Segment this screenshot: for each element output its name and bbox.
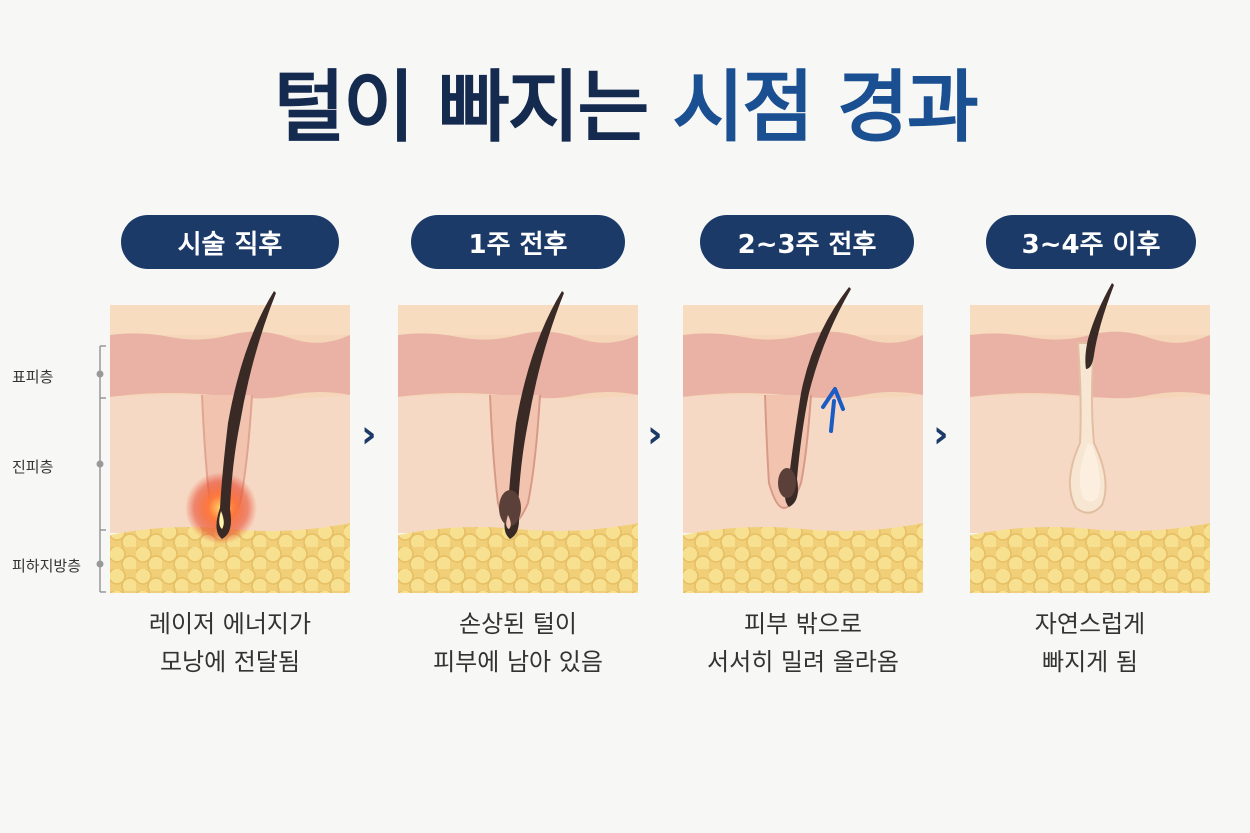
hair-shaft: [1085, 283, 1114, 369]
caption-line: 서서히 밀려 올라옴: [707, 648, 899, 676]
page-title: 털이 빠지는 시점 경과: [0, 58, 1250, 158]
skin-panel-2: [398, 291, 638, 593]
title-part1: 털이 빠지는: [273, 63, 673, 153]
caption-3: 피부 밖으로 서서히 밀려 올라옴: [683, 605, 923, 681]
chevron-right-icon: ›: [361, 412, 377, 456]
caption-line: 피부 밖으로: [743, 610, 863, 638]
caption-2: 손상된 털이 피부에 남아 있음: [398, 605, 638, 681]
layer-label-subcutaneous: 피하지방층: [12, 557, 82, 575]
chevron-right-icon: ›: [647, 412, 663, 456]
layer-bracket: [96, 345, 106, 593]
caption-line: 피부에 남아 있음: [433, 648, 603, 676]
caption-4: 자연스럽게 빠지게 됨: [970, 605, 1210, 681]
layer-label-epidermis: 표피층: [12, 368, 54, 386]
layer-label-dermis: 진피층: [12, 458, 54, 476]
stage-label-4: 3~4주 이후: [986, 215, 1196, 269]
hair-shaft: [504, 291, 564, 539]
chevron-right-icon: ›: [933, 412, 949, 456]
caption-line: 빠지게 됨: [1042, 648, 1138, 676]
skin-panel-1: [110, 291, 350, 593]
caption-line: 손상된 털이: [458, 610, 578, 638]
caption-line: 레이저 에너지가: [148, 610, 312, 638]
arrow-up-icon: [821, 387, 845, 433]
skin-panel-4: [970, 283, 1210, 593]
title-part2: 시점 경과: [672, 63, 978, 153]
caption-line: 자연스럽게: [1034, 610, 1146, 638]
caption-1: 레이저 에너지가 모낭에 전달됨: [110, 605, 350, 681]
caption-line: 모낭에 전달됨: [159, 648, 301, 676]
stage-label-2: 1주 전후: [411, 215, 625, 269]
stage-label-3: 2~3주 전후: [700, 215, 914, 269]
hair-shaft: [216, 291, 276, 539]
stage-label-1: 시술 직후: [121, 215, 339, 269]
skin-panel-3: [683, 287, 923, 593]
